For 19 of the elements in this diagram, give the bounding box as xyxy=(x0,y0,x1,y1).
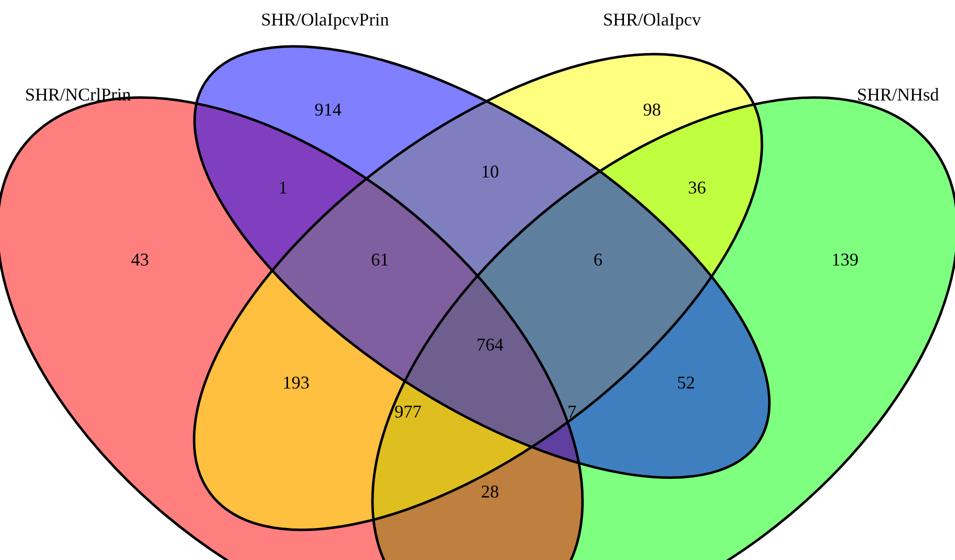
set-label: SHR/OlaIpcv xyxy=(603,10,701,30)
region-count: 52 xyxy=(677,372,695,394)
region-count: 28 xyxy=(481,482,499,502)
set-label: SHR/NHsd xyxy=(856,84,940,106)
region-count: 98 xyxy=(643,100,661,120)
set-label: SHR/NCrlPrin xyxy=(24,84,132,106)
region-count: 61 xyxy=(371,250,389,270)
region-count: 10 xyxy=(481,162,499,182)
region-count: 7 xyxy=(568,402,576,422)
region-count: 977 xyxy=(394,402,422,422)
region-count: 914 xyxy=(314,100,342,120)
region-count: 1 xyxy=(278,178,288,198)
region-count: 193 xyxy=(282,372,310,394)
region-count: 36 xyxy=(688,178,706,198)
region-count: 139 xyxy=(832,250,858,270)
region-count: 764 xyxy=(476,334,504,356)
region-count: 43 xyxy=(131,250,149,270)
set-label: SHR/OlaIpcvPrin xyxy=(261,10,389,30)
region-count: 6 xyxy=(594,250,602,270)
